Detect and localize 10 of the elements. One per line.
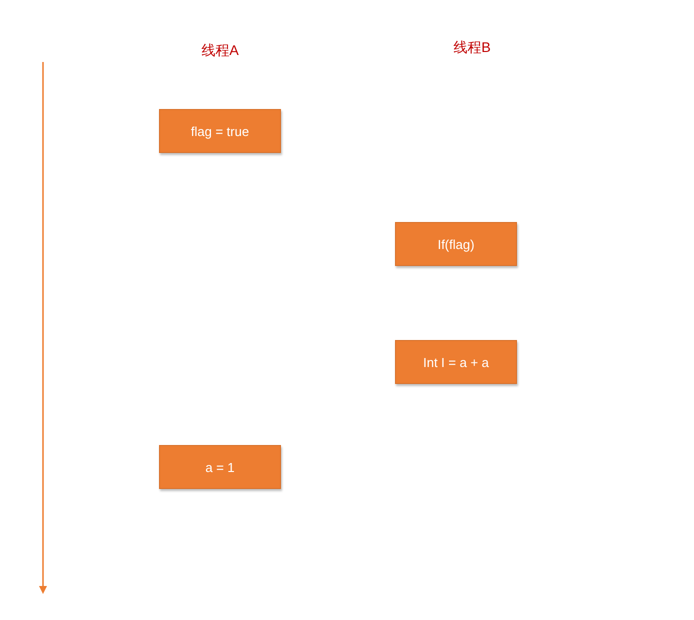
box-text: a = 1 bbox=[205, 460, 235, 474]
box-text: Int I = a + a bbox=[423, 354, 489, 370]
column-heading: 线程B bbox=[453, 39, 491, 57]
process-box bbox=[395, 340, 517, 384]
box-text: If(flag) bbox=[438, 236, 474, 252]
column-heading: 线程A bbox=[201, 42, 239, 60]
process-box bbox=[395, 222, 517, 266]
box-text: flag = true bbox=[190, 124, 250, 138]
process-box bbox=[159, 109, 281, 153]
process-box bbox=[159, 445, 281, 489]
